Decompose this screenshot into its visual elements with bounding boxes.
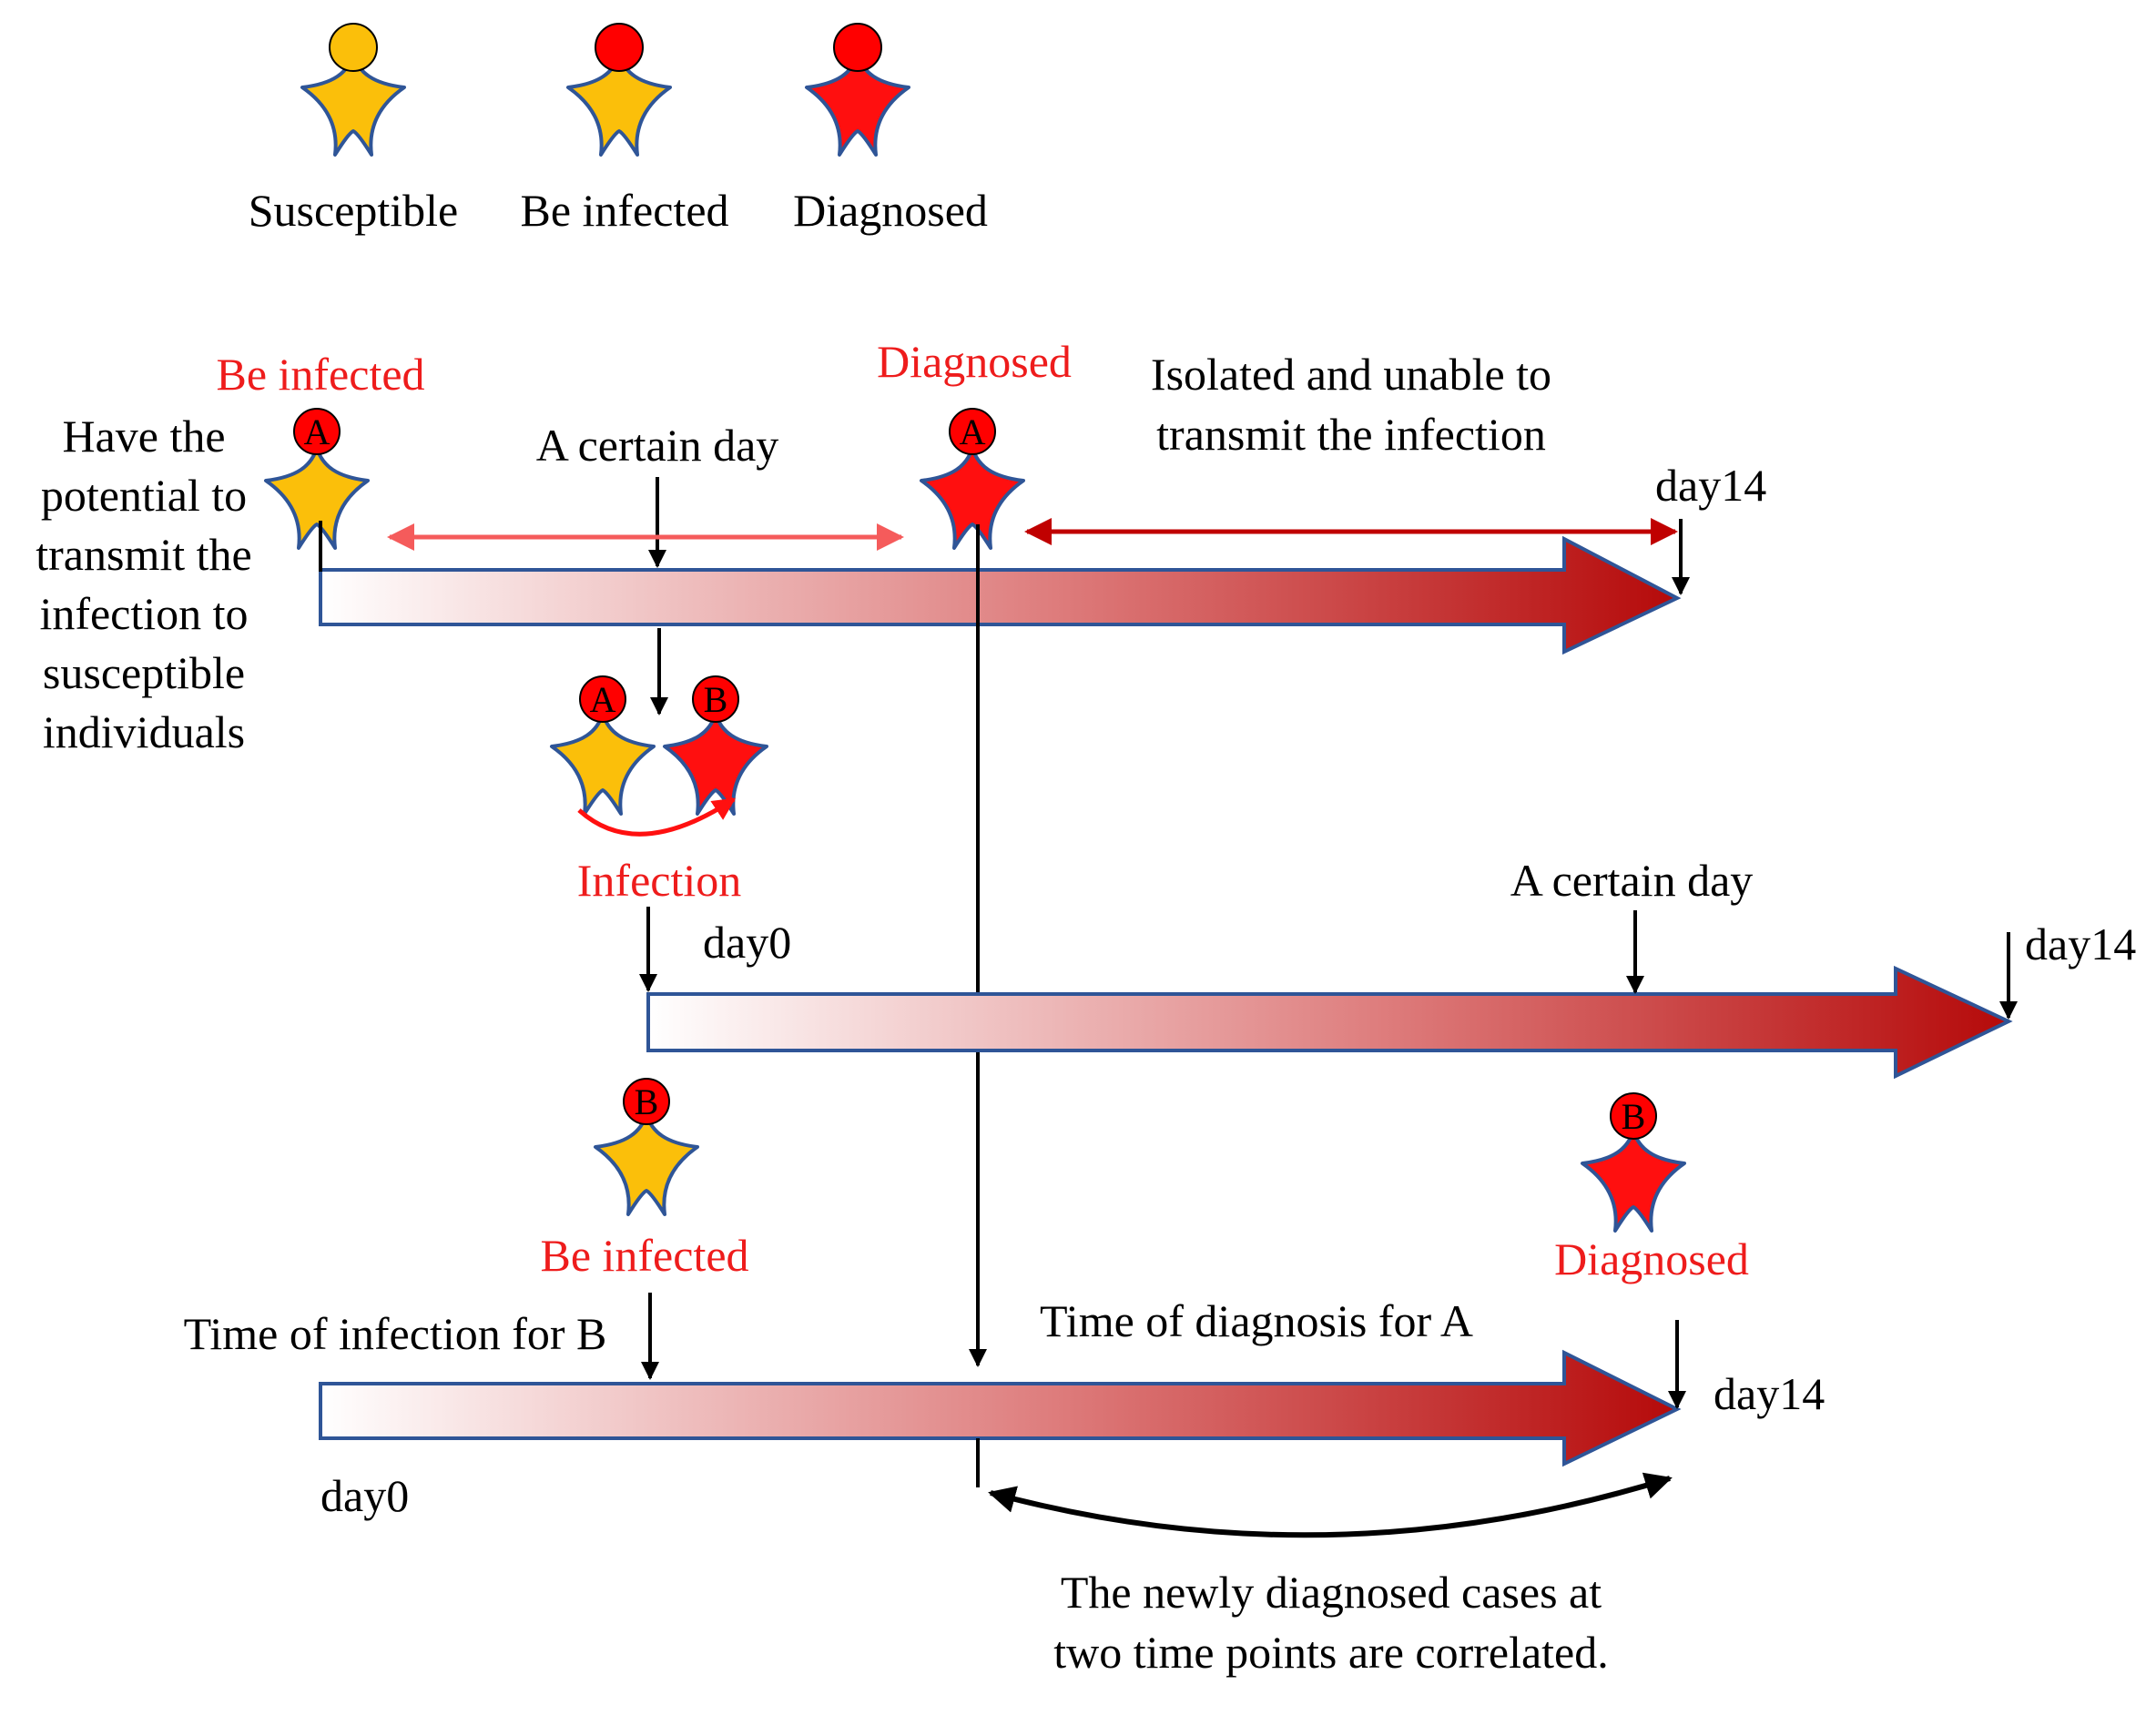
timeline-c-day14-label: day14 <box>1714 1368 1825 1419</box>
susceptible-person-icon <box>300 23 406 157</box>
infection-source-badge: A <box>590 679 616 720</box>
isolated-line-2: transmit the infection <box>1156 409 1546 460</box>
infection-caption: Infection <box>577 855 741 906</box>
diagnosis-time-a-label: Time of diagnosis for A <box>1040 1295 1473 1346</box>
timeline-a: Be infected Diagnosed A A Have the poten… <box>36 336 1766 1367</box>
timeline-b-bar <box>646 965 2013 1080</box>
potential-transmit-text: Have the potential to transmit the infec… <box>36 411 251 757</box>
timeline-b-day14-label: day14 <box>2025 918 2136 969</box>
timeline-c-day0-label: day0 <box>320 1470 409 1521</box>
diagnosed-person-icon <box>805 23 910 157</box>
infection-target-icon: B <box>663 675 768 816</box>
person-b-diagnosed-icon: B <box>1581 1092 1686 1233</box>
person-a-diagnosed-icon: A <box>920 408 1025 550</box>
timeline-b-certain-day-label: A certain day <box>1510 855 1754 906</box>
infection-event: A B Infection <box>550 628 768 906</box>
person-b-diagnosed-badge: B <box>1622 1096 1646 1137</box>
timeline-c: B Be infected B Diagnosed Time of infect… <box>184 1078 1825 1678</box>
infection-target-badge: B <box>704 679 728 720</box>
legend-susceptible-label: Susceptible <box>249 185 459 236</box>
legend-diagnosed-label: Diagnosed <box>793 185 988 236</box>
isolated-line-1: Isolated and unable to <box>1151 349 1551 400</box>
potential-line-6: individuals <box>43 706 245 757</box>
infection-source-icon: A <box>550 675 656 816</box>
potential-line-3: transmit the <box>36 529 251 580</box>
person-a-badge: A <box>304 411 331 452</box>
legend: Susceptible Be infected Diagnosed <box>249 23 988 236</box>
potential-line-4: infection to <box>39 588 248 639</box>
potential-line-2: potential to <box>41 470 247 521</box>
timeline-a-bar <box>319 535 1682 655</box>
infection-curved-arrow <box>577 797 737 837</box>
timeline-b-day0-label: day0 <box>703 917 791 968</box>
timeline-c-diagnosed-label: Diagnosed <box>1554 1233 1749 1284</box>
person-b-badge: B <box>635 1081 659 1122</box>
legend-infected-label: Be infected <box>520 185 728 236</box>
person-a-infected-icon: A <box>264 408 370 550</box>
correlation-line-1: The newly diagnosed cases at <box>1061 1567 1602 1618</box>
timeline-b: day0 A certain day day14 <box>639 855 2136 1080</box>
timeline-a-be-infected-label: Be infected <box>216 349 424 400</box>
person-a-diagnosed-badge: A <box>960 411 986 452</box>
timeline-c-bar <box>319 1349 1682 1467</box>
correlation-line-2: two time points are correlated. <box>1053 1627 1609 1678</box>
infection-time-b-label: Time of infection for B <box>184 1308 607 1359</box>
correlation-curved-arrow <box>988 1472 1673 1538</box>
timeline-a-diagnosed-label: Diagnosed <box>877 336 1072 387</box>
infected-person-icon <box>566 23 672 157</box>
timeline-a-certain-day-label: A certain day <box>536 420 779 471</box>
timeline-a-day14-label: day14 <box>1655 460 1766 511</box>
person-b-infected-icon: B <box>594 1078 699 1216</box>
timeline-c-be-infected-label: Be infected <box>540 1230 748 1281</box>
potential-line-1: Have the <box>62 411 225 462</box>
potential-line-5: susceptible <box>43 647 245 698</box>
